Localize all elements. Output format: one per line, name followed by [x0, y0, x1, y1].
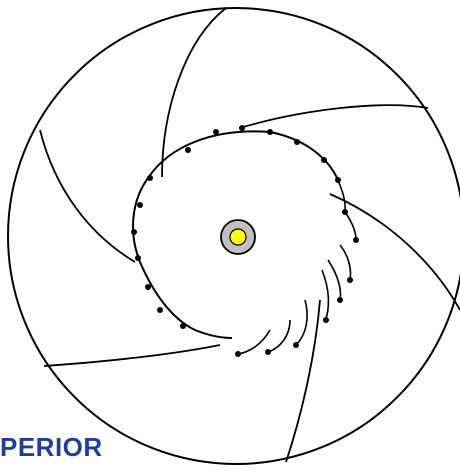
spoke-lower-left [44, 345, 220, 366]
dot [347, 277, 353, 283]
spiral-tails [238, 180, 356, 354]
spoke-left [40, 130, 135, 262]
dot [213, 129, 219, 135]
inner-spiral [148, 131, 338, 180]
dot [239, 125, 245, 131]
dot [323, 317, 329, 323]
dot [157, 307, 163, 313]
dot [353, 237, 359, 243]
dot [267, 129, 273, 135]
dot [265, 349, 271, 355]
spoke-top [162, 8, 226, 177]
sun-with-ring-icon [221, 220, 255, 254]
dot [147, 175, 153, 181]
spoke-lower-right [286, 300, 320, 462]
caption-text: PERIOR [0, 432, 103, 462]
dot [185, 147, 191, 153]
dot [342, 209, 348, 215]
dot [235, 351, 241, 357]
spoke-upper-right [240, 105, 428, 128]
dot [337, 297, 343, 303]
dot [293, 342, 299, 348]
dot [131, 229, 137, 235]
dot [180, 323, 186, 329]
dot [335, 177, 341, 183]
dot [137, 202, 143, 208]
dot [145, 284, 151, 290]
dot [135, 255, 141, 261]
dot [321, 157, 327, 163]
dot [294, 139, 300, 145]
inner-arc-left [133, 178, 232, 338]
spoke-right [330, 194, 460, 310]
